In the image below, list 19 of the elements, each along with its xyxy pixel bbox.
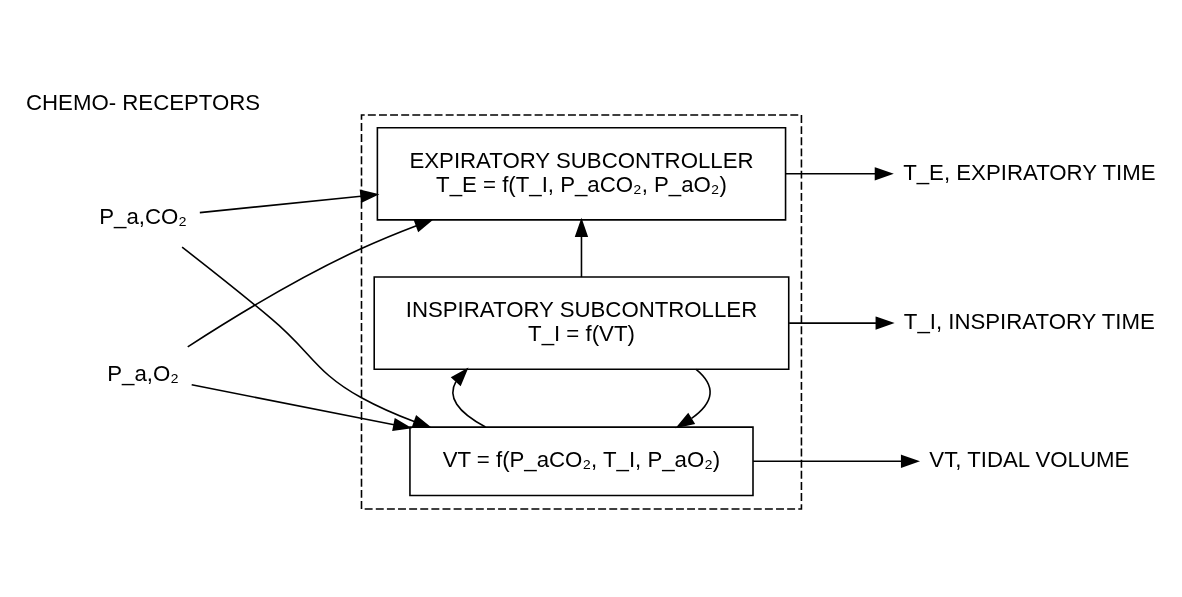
label: CHEMO- RECEPTORS [26,89,261,115]
node-text: P_a,O₂ [107,361,179,387]
arrow [788,316,895,330]
node-text: P_a,CO₂ [99,204,187,230]
arrow [752,454,920,468]
node-box: EXPIRATORY SUBCONTROLLER T_E = f(T_I, P_aCO₂, P_aO₂) [376,126,787,221]
arrow [181,246,432,428]
arrow [675,368,711,429]
node-text: VT, TIDAL VOLUME [929,447,1130,473]
arrow [199,189,380,214]
node-box: INSPIRATORY SUBCONTROLLER T_I = f(VT) [373,276,790,370]
node-text: T_E, EXPIRATORY TIME [903,159,1156,185]
arrow [190,384,413,432]
arrow [450,367,487,428]
node-text: T_I, INSPIRATORY TIME [903,308,1155,334]
arrow [186,219,434,348]
arrow [785,167,894,181]
arrow [574,217,589,278]
node-box: VT = f(P_aCO₂, T_I, P_aO₂) [409,426,754,497]
